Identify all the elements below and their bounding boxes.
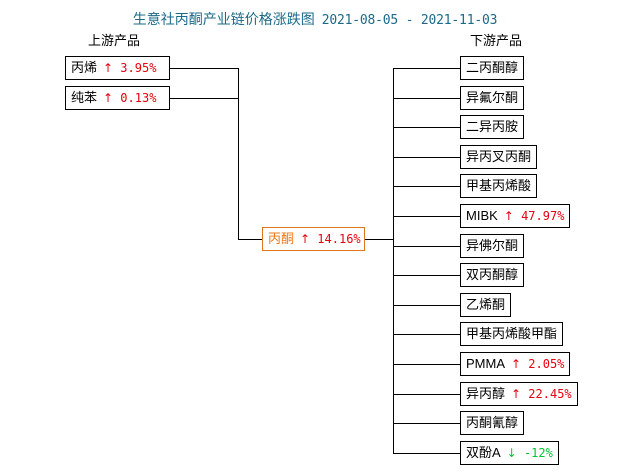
downstream-node[interactable]: 二丙酮醇 xyxy=(460,56,525,80)
node-label: 异丙叉丙酮 xyxy=(466,149,532,164)
downstream-node[interactable]: 丙酮氰醇 xyxy=(460,411,525,435)
connector-line-horizontal xyxy=(393,157,460,158)
connector-line-horizontal xyxy=(393,394,460,395)
connector-line-horizontal xyxy=(393,423,460,424)
connector-line-horizontal xyxy=(393,305,460,306)
connector-line-horizontal xyxy=(393,334,460,335)
node-change-value: ↑ 22.45% xyxy=(511,387,572,401)
downstream-node[interactable]: 异氟尔酮 xyxy=(460,86,525,110)
node-label: 异佛尔酮 xyxy=(466,238,519,253)
down-arrow-icon: ↓ xyxy=(506,446,517,460)
connector-line-horizontal xyxy=(393,275,460,276)
node-change-value: ↑ 47.97% xyxy=(503,209,565,223)
node-label: 异丙醇 xyxy=(466,386,506,401)
node-change-value: ↑ 14.16% xyxy=(300,232,361,246)
upstream-node[interactable]: 纯苯 ↑ 0.13% xyxy=(65,86,170,110)
node-center[interactable]: 丙酮 ↑ 14.16% xyxy=(262,227,365,251)
connector-line-horizontal xyxy=(393,453,460,454)
downstream-node[interactable]: 异丙叉丙酮 xyxy=(460,145,538,169)
up-arrow-icon: ↑ xyxy=(511,357,522,371)
node-change-value: ↓ -12% xyxy=(506,446,553,460)
node-change-value: ↑ 2.05% xyxy=(511,357,565,371)
node-label: MIBK xyxy=(466,208,498,223)
node-label: 丙烯 xyxy=(71,60,98,75)
connector-line-horizontal xyxy=(393,127,460,128)
node-label: 丙酮 xyxy=(268,231,295,246)
connector-line-horizontal xyxy=(393,246,460,247)
connector-line-vertical xyxy=(238,68,239,239)
node-change-value: ↑ 3.95% xyxy=(103,61,157,75)
downstream-node[interactable]: 双丙酮醇 xyxy=(460,263,525,287)
column-header-downstream: 下游产品 xyxy=(470,33,523,48)
column-header-upstream: 上游产品 xyxy=(88,33,141,48)
node-label: PMMA xyxy=(466,356,505,371)
title-date-range: 2021-08-05 - 2021-11-03 xyxy=(321,13,498,28)
connector-line-horizontal xyxy=(238,239,262,240)
connector-line-horizontal xyxy=(393,98,460,99)
node-label: 甲基丙烯酸甲酯 xyxy=(466,326,558,341)
title-text: 生意社丙酮产业链价格涨跌图 xyxy=(132,11,315,27)
page-title: 生意社丙酮产业链价格涨跌图 2021-08-05 - 2021-11-03 xyxy=(0,9,630,29)
downstream-node[interactable]: PMMA ↑ 2.05% xyxy=(460,352,571,376)
downstream-node[interactable]: 甲基丙烯酸甲酯 xyxy=(460,322,564,346)
node-label: 二丙酮醇 xyxy=(466,60,519,75)
downstream-node[interactable]: 乙烯酮 xyxy=(460,293,512,317)
downstream-node[interactable]: 异丙醇 ↑ 22.45% xyxy=(460,382,578,406)
downstream-node[interactable]: 二异丙胺 xyxy=(460,115,525,139)
downstream-node[interactable]: MIBK ↑ 47.97% xyxy=(460,204,571,228)
downstream-node[interactable]: 双酚A ↓ -12% xyxy=(460,441,559,465)
up-arrow-icon: ↑ xyxy=(300,232,311,246)
connector-line-horizontal xyxy=(170,68,238,69)
connector-line-horizontal xyxy=(365,239,393,240)
node-label: 甲基丙烯酸 xyxy=(466,178,532,193)
connector-line-horizontal xyxy=(393,186,460,187)
downstream-node[interactable]: 甲基丙烯酸 xyxy=(460,174,538,198)
node-label: 纯苯 xyxy=(71,90,98,105)
node-label: 丙酮氰醇 xyxy=(466,415,519,430)
up-arrow-icon: ↑ xyxy=(503,209,514,223)
connector-line-horizontal xyxy=(393,364,460,365)
node-label: 异氟尔酮 xyxy=(466,90,519,105)
node-label: 二异丙胺 xyxy=(466,119,519,134)
downstream-node[interactable]: 异佛尔酮 xyxy=(460,234,525,258)
node-label: 双酚A xyxy=(466,445,501,460)
connector-line-horizontal xyxy=(393,216,460,217)
up-arrow-icon: ↑ xyxy=(103,91,114,105)
upstream-node[interactable]: 丙烯 ↑ 3.95% xyxy=(65,56,170,80)
up-arrow-icon: ↑ xyxy=(511,387,522,401)
node-label: 乙烯酮 xyxy=(466,297,506,312)
connector-line-horizontal xyxy=(393,68,460,69)
up-arrow-icon: ↑ xyxy=(103,61,114,75)
connector-line-vertical xyxy=(393,68,394,453)
node-label: 双丙酮醇 xyxy=(466,267,519,282)
connector-line-horizontal xyxy=(170,98,238,99)
node-change-value: ↑ 0.13% xyxy=(103,91,157,105)
